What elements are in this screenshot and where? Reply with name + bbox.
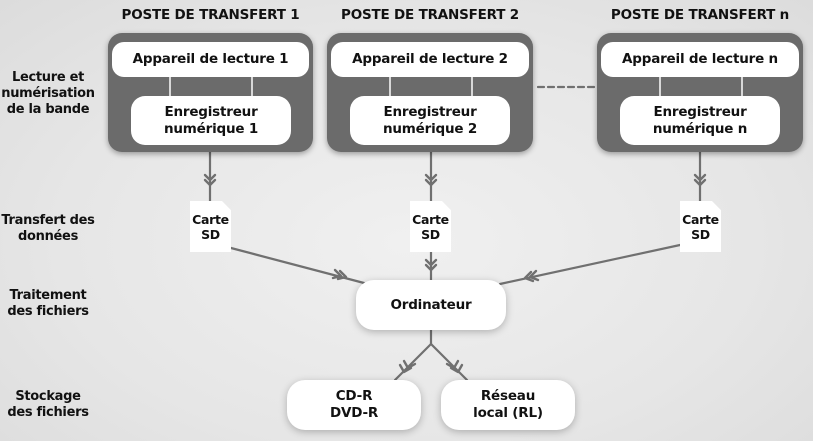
connector: [169, 77, 171, 96]
storage-cd-dvd: CD-R DVD-R: [287, 380, 421, 430]
chevron-down-icon: [693, 173, 707, 187]
station-title: POSTE DE TRANSFERT 2: [341, 7, 519, 23]
row-label-processing: Traitement des fichiers: [7, 288, 89, 319]
playback-device: Appareil de lecture 1: [112, 42, 309, 77]
transfer-station-n: Appareil de lecture n Enregistreur numér…: [597, 33, 803, 152]
transfer-station-2: Appareil de lecture 2 Enregistreur numér…: [327, 33, 533, 152]
connector: [251, 77, 253, 96]
playback-device: Appareil de lecture n: [601, 42, 799, 77]
computer-node: Ordinateur: [356, 280, 506, 330]
storage-local-network: Réseau local (RL): [441, 380, 575, 430]
station-title: POSTE DE TRANSFERT n: [610, 7, 790, 23]
connector: [389, 77, 391, 96]
row-label-storage: Stockage des fichiers: [7, 389, 89, 420]
digital-recorder: Enregistreur numérique n: [620, 96, 780, 145]
digital-recorder: Enregistreur numérique 1: [131, 96, 291, 145]
row-label-reading: Lecture et numérisation de la bande: [1, 70, 95, 117]
chevron-down-right-icon: [445, 359, 464, 374]
chevron-down-icon: [424, 258, 438, 272]
digital-recorder: Enregistreur numérique 2: [350, 96, 510, 145]
sd-card-1: Carte SD: [190, 201, 231, 252]
chevron-down-left-icon: [398, 359, 417, 374]
sd-card-n: Carte SD: [680, 201, 721, 252]
chevron-down-icon: [424, 173, 438, 187]
sd-card-2: Carte SD: [410, 201, 451, 252]
connector: [741, 77, 743, 96]
connector: [659, 77, 661, 96]
branch-to-cdr-line: [393, 342, 433, 382]
row-label-transfer: Transfert des données: [1, 213, 95, 244]
chevron-left-icon: [523, 269, 540, 283]
connector: [471, 77, 473, 96]
branch-to-network-line: [429, 342, 469, 382]
transfer-station-1: Appareil de lecture 1 Enregistreur numér…: [108, 33, 313, 152]
chevron-right-icon: [331, 268, 348, 281]
playback-device: Appareil de lecture 2: [331, 42, 529, 77]
station-title: POSTE DE TRANSFERT 1: [121, 7, 300, 23]
chevron-down-icon: [203, 173, 217, 187]
